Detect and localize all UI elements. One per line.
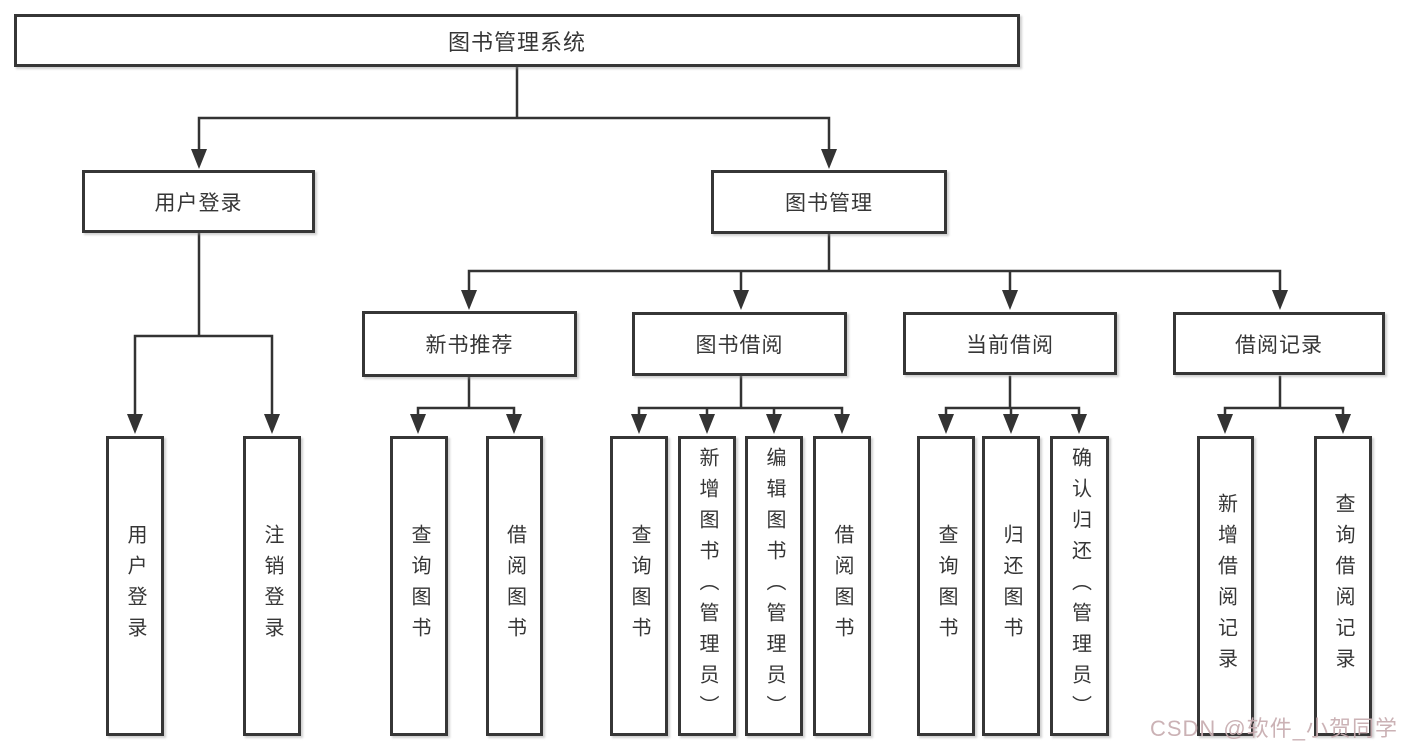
- node-borrowing-records: 借阅记录: [1173, 312, 1385, 375]
- node-label: 当前借阅: [966, 333, 1054, 357]
- connector-root-to-level2: [191, 65, 837, 169]
- node-label: 编辑图书（管理员）: [763, 446, 785, 726]
- node-user-login: 用户登录: [82, 170, 315, 233]
- node-label: 新书推荐: [425, 334, 514, 357]
- csdn-watermark: CSDN @软件_小贺同学: [1149, 716, 1398, 741]
- leaf-borrow-books-recommend: 借阅图书: [486, 436, 543, 736]
- connector-user-login-children: [127, 231, 280, 434]
- connector-new-book-children: [410, 375, 522, 434]
- leaf-query-books-recommend: 查询图书: [390, 436, 448, 736]
- node-label: 借阅图书: [831, 524, 853, 648]
- node-label: 用户登录: [124, 524, 146, 648]
- leaf-query-books-borrowing: 查询图书: [610, 436, 668, 736]
- leaf-borrow-books-borrowing: 借阅图书: [813, 436, 871, 736]
- leaf-add-borrow-record: 新增借阅记录: [1197, 436, 1254, 736]
- node-label: 查询图书: [408, 524, 430, 648]
- node-label: 借阅图书: [503, 524, 526, 648]
- leaf-return-books: 归还图书: [982, 436, 1040, 736]
- leaf-query-books-current: 查询图书: [917, 436, 975, 736]
- leaf-user-login: 用户登录: [106, 436, 164, 736]
- leaf-edit-books-admin: 编辑图书（管理员）: [745, 436, 803, 736]
- connector-current-borrowing-children: [938, 375, 1087, 434]
- node-label: 新增借阅记录: [1214, 493, 1237, 679]
- node-label: 归还图书: [1000, 524, 1022, 648]
- node-label: 用户登录: [154, 191, 243, 215]
- node-library-management-system: 图书管理系统: [14, 14, 1020, 67]
- node-label: 借阅记录: [1235, 333, 1323, 357]
- connector-book-borrowing-children: [631, 375, 850, 434]
- node-label: 图书管理: [785, 192, 873, 215]
- node-new-book-recommendation: 新书推荐: [362, 311, 577, 377]
- node-label: 查询图书: [628, 524, 650, 648]
- connector-borrowing-records-children: [1217, 375, 1351, 434]
- leaf-confirm-return-admin: 确认归还（管理员）: [1050, 436, 1109, 736]
- connector-book-management-children: [461, 232, 1288, 310]
- node-book-borrowing: 图书借阅: [632, 312, 847, 376]
- node-current-borrowing: 当前借阅: [903, 312, 1117, 375]
- leaf-add-books-admin: 新增图书（管理员）: [678, 436, 736, 736]
- node-label: 注销登录: [261, 524, 283, 648]
- node-label: 查询图书: [935, 524, 957, 648]
- leaf-query-borrow-record: 查询借阅记录: [1314, 436, 1372, 736]
- leaf-logout: 注销登录: [243, 436, 301, 736]
- node-label: 新增图书（管理员）: [696, 446, 718, 726]
- node-label: 图书管理系统: [447, 29, 586, 55]
- node-label: 查询借阅记录: [1332, 493, 1354, 679]
- node-label: 确认归还（管理员）: [1068, 446, 1091, 726]
- node-label: 图书借阅: [695, 334, 784, 357]
- node-book-management: 图书管理: [711, 170, 947, 234]
